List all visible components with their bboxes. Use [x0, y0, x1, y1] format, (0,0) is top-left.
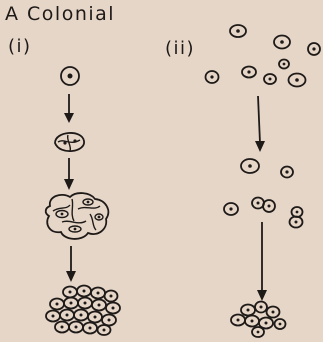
arrow-ii-2-head	[257, 290, 267, 301]
aggregated-colony	[231, 302, 286, 338]
arrow-i-1-head	[64, 113, 74, 123]
arrow-i-2-head	[64, 179, 74, 190]
panel-i	[46, 67, 120, 335]
scattered-cells	[206, 25, 321, 87]
arrow-ii-1	[258, 96, 260, 143]
four-cell-cluster	[46, 193, 109, 239]
arrow-i-3-head	[66, 271, 76, 282]
panel-ii	[206, 25, 321, 337]
two-cell-stage	[55, 133, 84, 151]
arrow-ii-1-head	[255, 141, 265, 152]
converging-cells	[224, 159, 303, 228]
single-cell	[61, 67, 79, 85]
multicell-colony	[46, 286, 120, 336]
